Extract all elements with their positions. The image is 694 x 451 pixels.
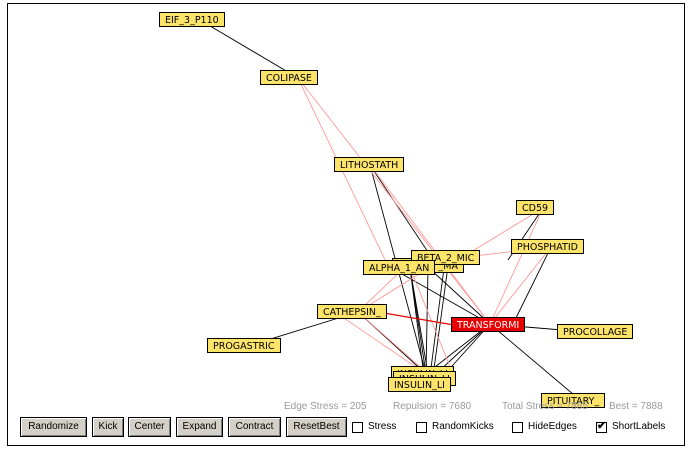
contract-button[interactable]: Contract — [228, 417, 281, 437]
node-cd59[interactable]: CD59 — [516, 200, 555, 215]
best-readout: Best = 7888 — [609, 401, 663, 412]
graph-edge — [369, 164, 491, 325]
stress-checkbox[interactable]: Stress — [352, 420, 396, 434]
total-stress-readout: Total Stress = 7885 — [502, 401, 588, 412]
hide-edges-checkbox[interactable]: HideEdges — [512, 420, 577, 434]
graph-edge — [409, 267, 425, 377]
graph-edge — [377, 311, 455, 326]
edge-layer — [199, 19, 587, 401]
node-lithostath[interactable]: LITHOSTATH — [334, 157, 405, 172]
node-insulin-front[interactable]: INSULIN_LI — [388, 377, 451, 392]
kick-button[interactable]: Kick — [92, 417, 124, 437]
graph-edge — [489, 246, 552, 325]
center-button[interactable]: Center — [128, 417, 171, 437]
graph-edge — [512, 246, 552, 325]
node-procollage[interactable]: PROCOLLAGE — [557, 324, 634, 339]
graph-edge — [409, 267, 429, 375]
random-kicks-checkbox-box[interactable] — [416, 421, 427, 433]
graph-edge — [432, 265, 449, 377]
random-kicks-checkbox[interactable]: RandomKicks — [416, 420, 494, 434]
node-alpha-1-an[interactable]: ALPHA_1_AN — [363, 260, 436, 275]
stress-checkbox-box[interactable] — [352, 421, 363, 433]
short-labels-checkbox-label: ShortLabels — [612, 421, 666, 432]
node-progastric[interactable]: PROGASTRIC — [207, 338, 281, 353]
node-colipase[interactable]: COLIPASE — [260, 70, 318, 85]
reset-best-button[interactable]: ResetBest — [286, 417, 347, 437]
graph-edge — [337, 313, 427, 375]
graph-edge — [425, 267, 429, 375]
graph-edge — [387, 265, 491, 325]
graph-panel[interactable]: EIF_3_P110 COLIPASE LITHOSTATH CD59 PHOS… — [7, 3, 685, 446]
hide-edges-checkbox-label: HideEdges — [528, 421, 577, 432]
node-eif-3-p110[interactable]: EIF_3_P110 — [159, 12, 225, 27]
short-labels-checkbox[interactable]: ✔ ShortLabels — [596, 420, 665, 434]
check-mark-icon: ✔ — [597, 419, 607, 432]
short-labels-checkbox-box[interactable]: ✔ — [596, 419, 607, 433]
repulsion-readout: Repulsion = 7680 — [393, 401, 472, 412]
graph-edge — [489, 323, 581, 401]
graph-edge — [199, 19, 299, 79]
graph-edge — [429, 268, 491, 325]
graph-edge — [297, 77, 491, 325]
node-cathepsin[interactable]: CATHEPSIN_ — [317, 304, 387, 319]
node-pituitary[interactable]: PITUITARY_ — [541, 393, 606, 408]
random-kicks-checkbox-label: RandomKicks — [432, 421, 494, 432]
graph-edge — [369, 164, 429, 253]
graph-edge — [297, 77, 389, 267]
node-transformi[interactable]: TRANSFORMI — [451, 317, 526, 332]
node-phosphatid[interactable]: PHOSPHATID — [511, 239, 584, 254]
graph-edge — [489, 207, 544, 325]
expand-button[interactable]: Expand — [176, 417, 223, 437]
edge-stress-readout: Edge Stress = 205 — [284, 401, 367, 412]
stress-checkbox-label: Stress — [368, 421, 397, 432]
hide-edges-checkbox-box[interactable] — [512, 421, 523, 433]
graph-edge — [357, 311, 429, 375]
randomize-button[interactable]: Randomize — [20, 417, 87, 437]
graph-edge — [437, 323, 491, 373]
graph-edge — [425, 323, 491, 375]
